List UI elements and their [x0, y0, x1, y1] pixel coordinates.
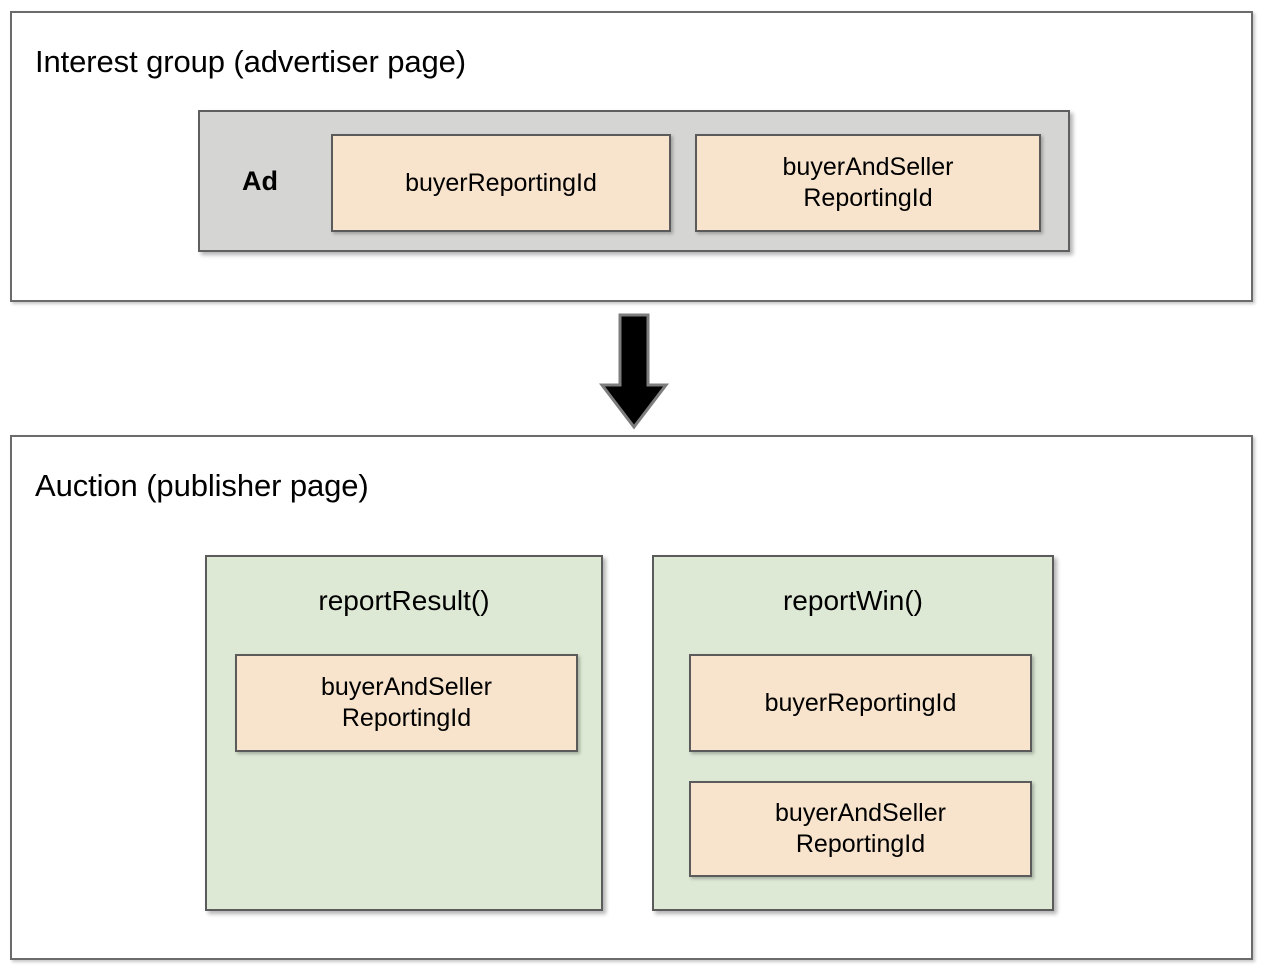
panel-title-auction: Auction (publisher page) — [35, 468, 369, 503]
panel-auction: Auction (publisher page) reportResult() … — [10, 435, 1253, 960]
panel-interest-group: Interest group (advertiser page) Ad buye… — [10, 11, 1253, 302]
panel-title-interest-group: Interest group (advertiser page) — [35, 44, 467, 79]
ad-buyer-reporting-id-box: buyerReportingId — [331, 134, 671, 232]
report-win-buyer-reporting-id-box: buyerReportingId — [689, 654, 1032, 752]
report-result-title: reportResult() — [318, 585, 490, 616]
report-win-buyer-reporting-id-label: buyerReportingId — [764, 688, 957, 717]
report-win-title: reportWin() — [782, 585, 923, 616]
report-win-box: reportWin() buyerReportingId buyerAndSel… — [652, 555, 1054, 911]
ad-buyer-reporting-id-label: buyerReportingId — [405, 169, 597, 197]
ad-label: Ad — [242, 166, 278, 196]
down-arrow-icon — [598, 313, 670, 431]
